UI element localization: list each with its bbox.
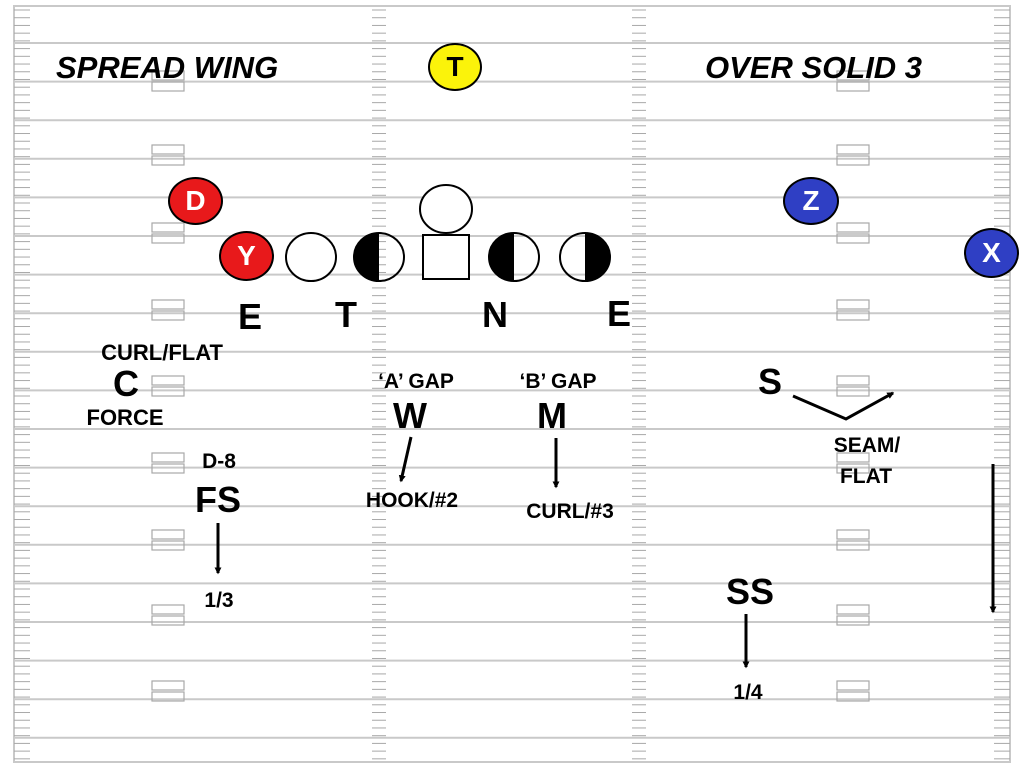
yard-number-mark	[836, 375, 870, 397]
mike-curl-label: CURL/#3	[526, 500, 614, 523]
sam-flat-label: FLAT	[839, 465, 893, 488]
corner-label: C	[113, 363, 139, 404]
yard-number-mark	[151, 452, 185, 474]
defensive-end-right-label: E	[606, 293, 632, 334]
center-square	[422, 234, 470, 280]
offensive-lineman-left-tackle-half-shaded	[353, 232, 405, 282]
yard-number-mark	[836, 452, 870, 474]
yard-number-mark	[151, 604, 185, 626]
will-linebacker-label: W	[393, 395, 427, 436]
will-hook-arrow	[398, 436, 413, 483]
yard-number-mark	[151, 529, 185, 551]
yard-number-mark	[836, 680, 870, 702]
sam-label: S	[757, 361, 783, 402]
yard-lines	[13, 5, 1011, 763]
offensive-lineman-left-guard	[285, 232, 337, 282]
offensive-lineman-right-tackle-half-shaded	[559, 232, 611, 282]
player-d-circle: D	[168, 177, 223, 225]
yard-number-mark	[151, 144, 185, 166]
yard-number-marks	[151, 70, 870, 702]
defensive-end-left-label: E	[237, 296, 263, 337]
free-safety-label: FS	[194, 479, 242, 520]
yard-number-mark	[836, 70, 870, 92]
yard-number-mark	[836, 604, 870, 626]
field-border	[13, 5, 1011, 763]
yard-number-mark	[836, 299, 870, 321]
free-safety-zone-label: 1/3	[204, 589, 234, 612]
player-z-circle: Z	[783, 177, 839, 225]
free-safety-alignment-label: D-8	[202, 450, 236, 473]
yard-number-mark	[836, 222, 870, 244]
player-x-circle: X	[964, 228, 1019, 278]
strong-safety-label: SS	[725, 571, 775, 612]
offensive-lineman-right-guard-half-shaded	[488, 232, 540, 282]
strong-safety-zone-label: 1/4	[733, 681, 763, 704]
yard-number-mark	[836, 144, 870, 166]
player-y-circle: Y	[219, 231, 274, 281]
nose-tackle-label: N	[482, 294, 508, 335]
quarterback-circle	[419, 184, 473, 234]
yard-number-mark	[151, 680, 185, 702]
offense-formation-title: SPREAD WING	[56, 50, 279, 85]
yard-number-mark	[151, 299, 185, 321]
player-t-circle: T	[428, 43, 482, 91]
will-gap-label: ‘A’ GAP	[378, 370, 454, 393]
mike-gap-label: ‘B’ GAP	[519, 370, 597, 393]
corner-force-label: FORCE	[86, 405, 164, 430]
corner-curl-flat-label: CURL/FLAT	[101, 340, 223, 365]
yard-number-mark	[151, 70, 185, 92]
yard-number-mark	[151, 222, 185, 244]
sam-seam-label: SEAM/	[833, 434, 901, 457]
will-hook-label: HOOK/#2	[365, 489, 459, 512]
yard-number-mark	[836, 529, 870, 551]
defensive-tackle-label: T	[335, 294, 357, 335]
defense-call-title: OVER SOLID 3	[705, 50, 923, 85]
mike-linebacker-label: M	[537, 395, 567, 436]
yard-number-mark	[151, 375, 185, 397]
sam-seam-flat-arrow	[792, 391, 895, 421]
